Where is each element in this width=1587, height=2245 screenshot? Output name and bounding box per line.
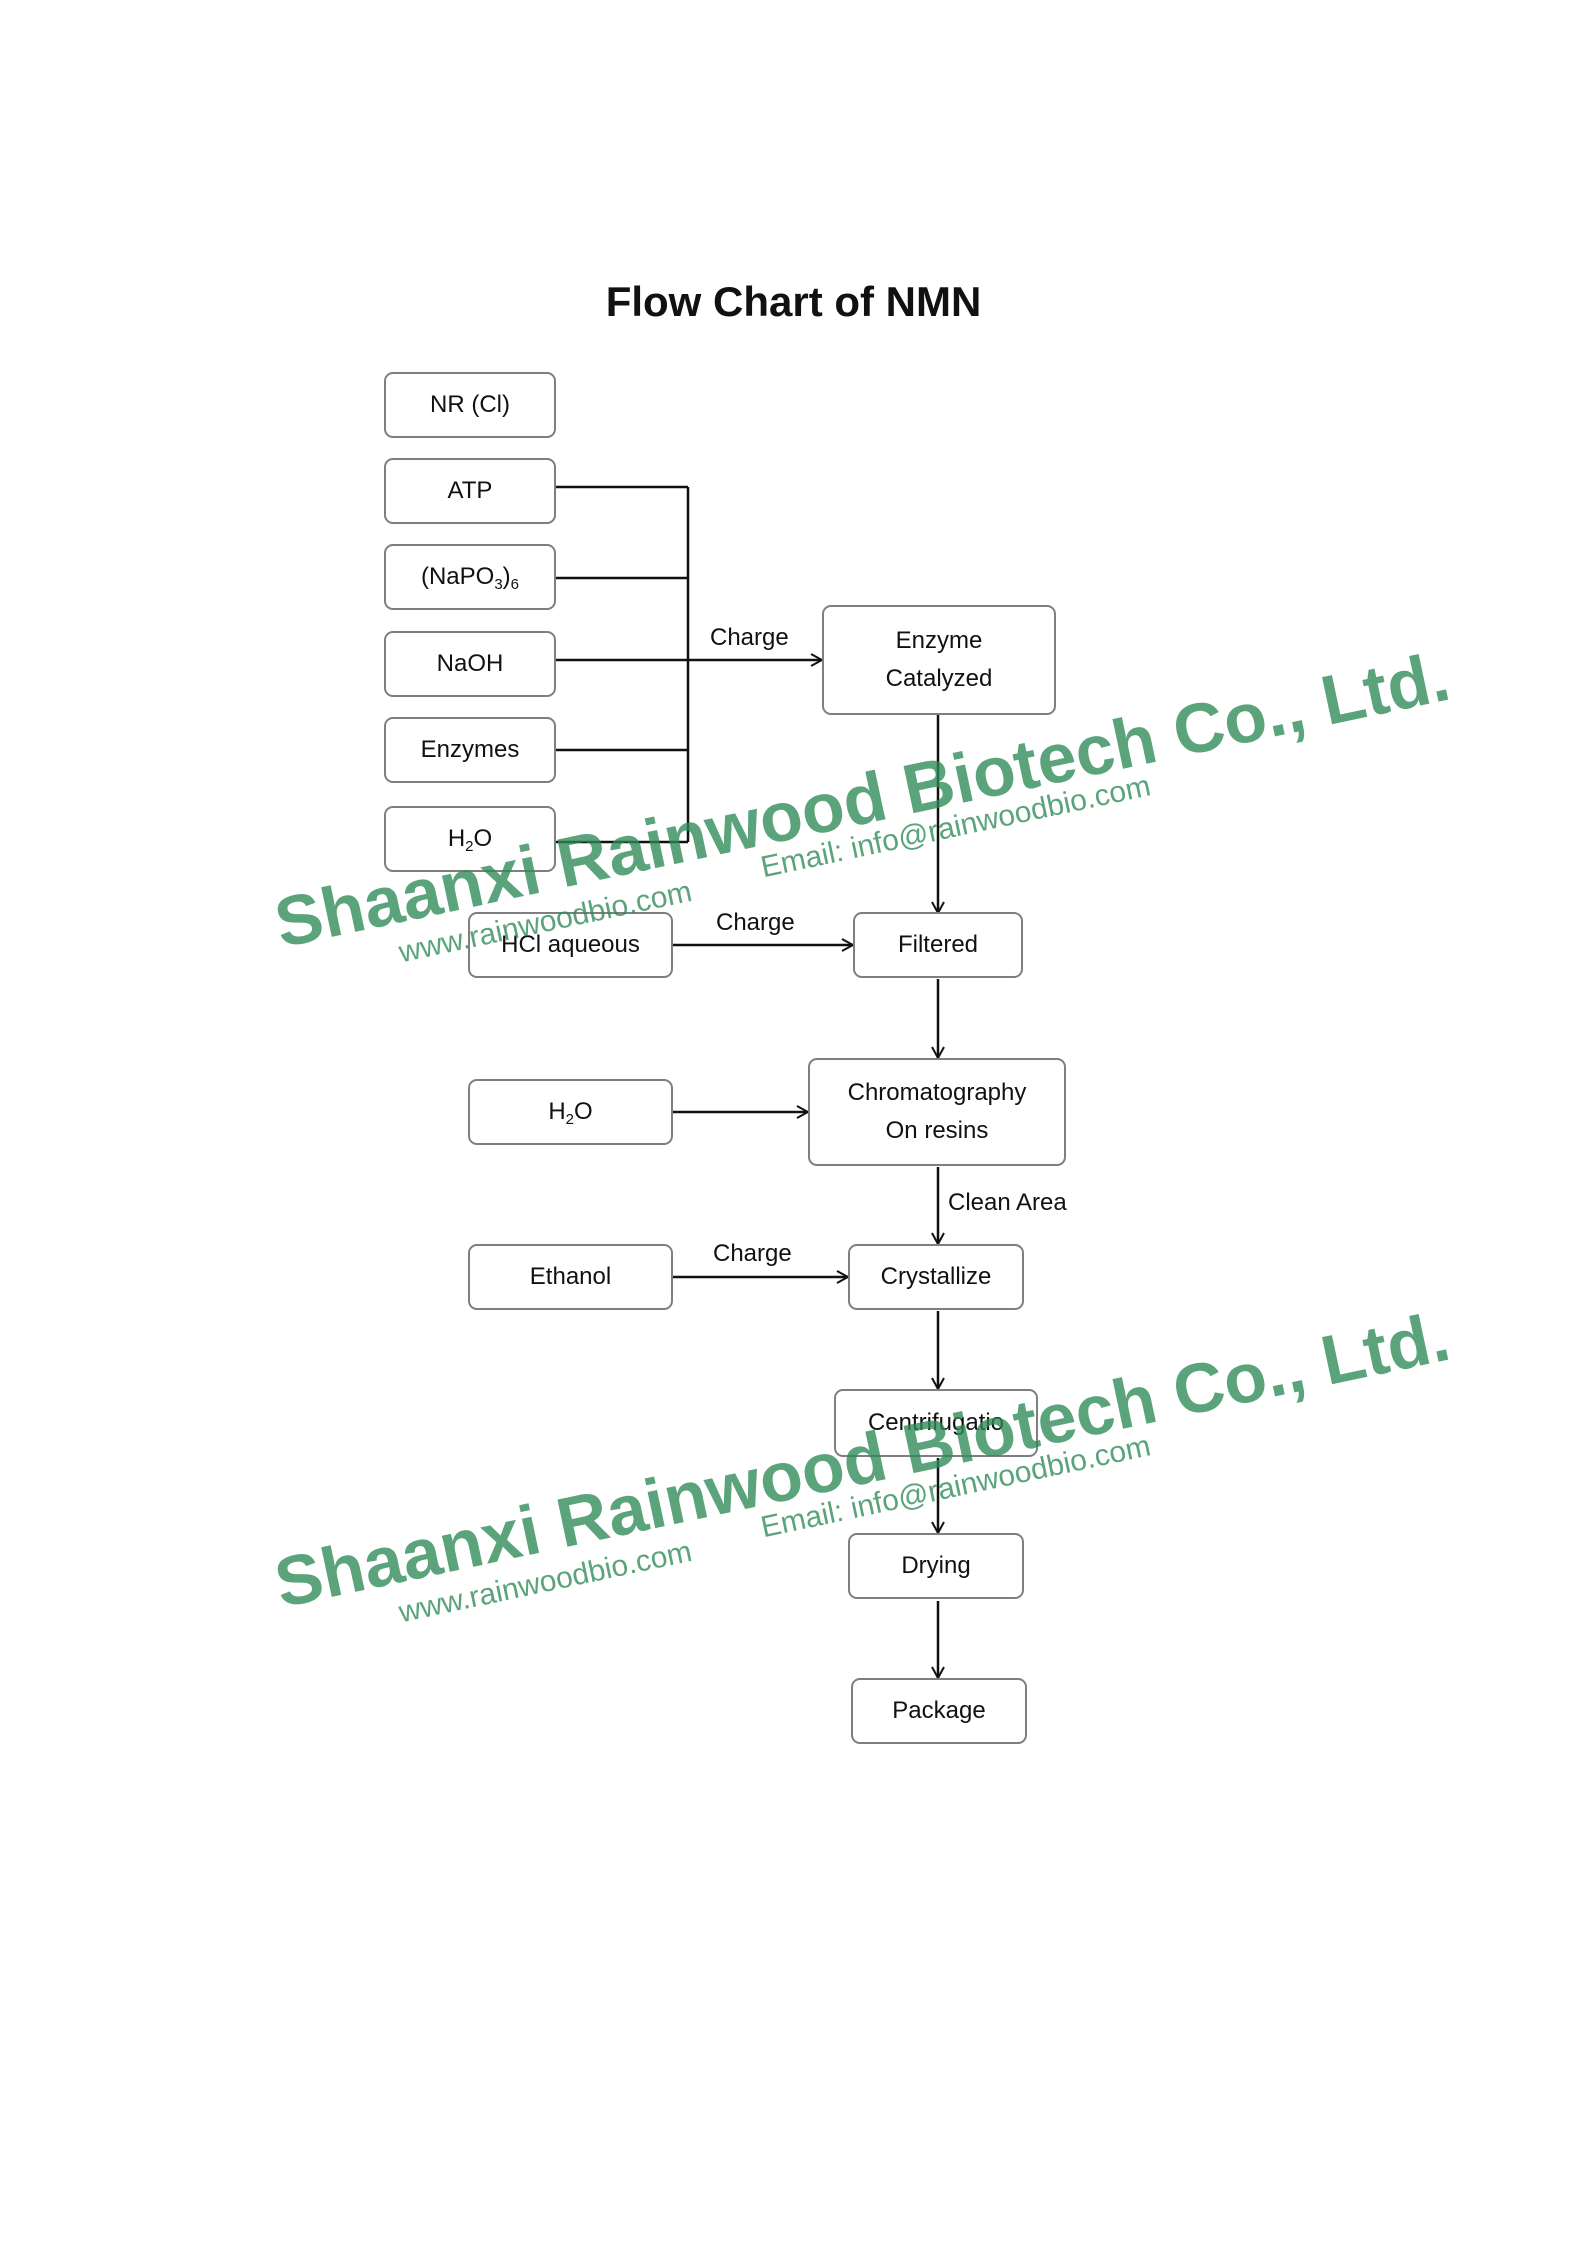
input-atp: ATP (384, 458, 556, 524)
input-h2o-1: H2O (384, 806, 556, 872)
input-napo3: (NaPO3)6 (384, 544, 556, 610)
edge-label-clean-area: Clean Area (948, 1189, 1067, 1216)
h2o-formula: H2O (548, 1097, 593, 1128)
input-nr: NR (Cl) (384, 372, 556, 438)
input-ethanol: Ethanol (468, 1244, 673, 1310)
input-naoh: NaOH (384, 631, 556, 697)
step-centrifugation: Centrifugatio (834, 1389, 1038, 1457)
input-enzymes: Enzymes (384, 717, 556, 783)
napo3-formula: (NaPO3)6 (420, 562, 520, 593)
edge-label-charge: Charge (716, 909, 795, 936)
step-chromatography: Chromatography On resins (808, 1058, 1066, 1166)
step-crystallize: Crystallize (848, 1244, 1024, 1310)
edge-label-charge: Charge (713, 1240, 792, 1267)
page-title: Flow Chart of NMN (605, 278, 982, 325)
input-hcl: HCl aqueous (468, 912, 673, 978)
input-h2o-2: H2O (468, 1079, 673, 1145)
h2o-formula: H2O (447, 824, 493, 855)
step-package: Package (851, 1678, 1027, 1744)
step-drying: Drying (848, 1533, 1024, 1599)
edge-label-charge: Charge (710, 624, 789, 651)
step-filtered: Filtered (853, 912, 1023, 978)
step-enzyme-catalyzed: Enzyme Catalyzed (822, 605, 1056, 715)
